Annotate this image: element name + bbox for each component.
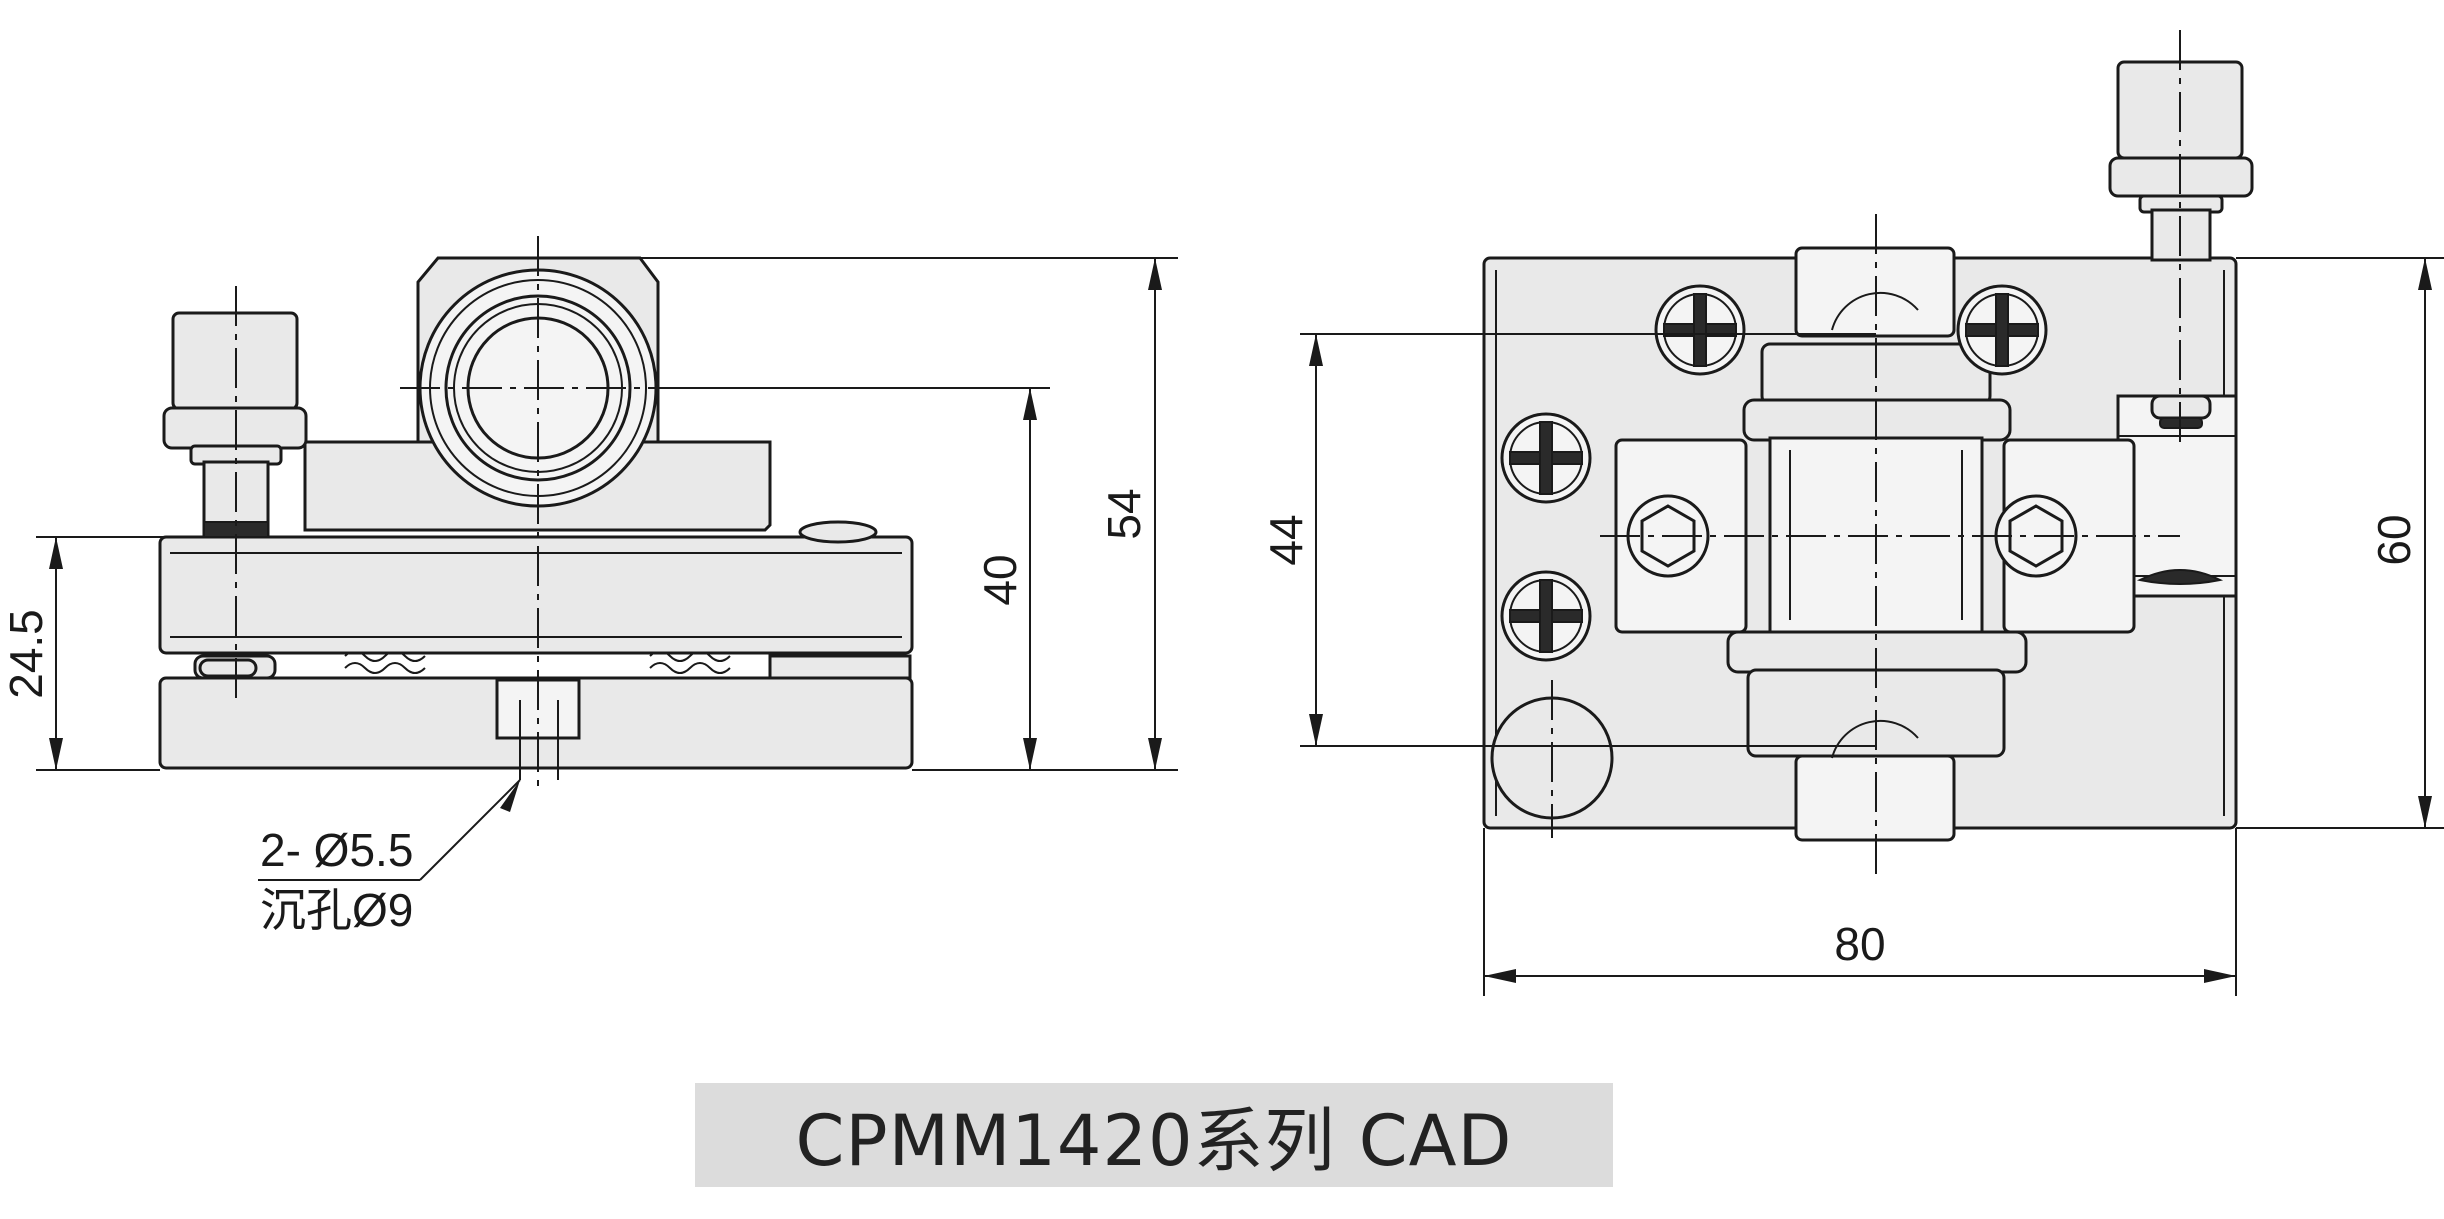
phillips-screw-2 <box>1956 284 2048 376</box>
top-view-dimensions: 44 60 80 <box>1260 257 2444 996</box>
caption-text: CPMM1420系列 CAD <box>795 1099 1513 1182</box>
dim-44-label: 44 <box>1260 514 1312 565</box>
front-view-dimensions: 54 40 24.5 2- Ø5.5 沉孔Ø9 <box>0 257 1178 936</box>
top-view <box>1482 30 2254 880</box>
hole-note-line1: 2- Ø5.5 <box>260 824 413 876</box>
top-plate <box>158 535 914 655</box>
front-view <box>158 236 914 790</box>
dim-80-label: 80 <box>1834 918 1885 970</box>
dim-40-label: 40 <box>974 554 1026 605</box>
phillips-screw-3 <box>1500 412 1592 504</box>
hole-note-line2: 沉孔Ø9 <box>260 884 413 936</box>
phillips-screw-1 <box>1654 284 1746 376</box>
dim-54-label: 54 <box>1098 488 1150 539</box>
dim-24-5-label: 24.5 <box>0 609 52 699</box>
dim-60-label: 60 <box>2368 514 2420 565</box>
springs <box>193 650 912 680</box>
caption-banner: CPMM1420系列 CAD <box>695 1083 1613 1187</box>
phillips-screw-4 <box>1500 570 1592 662</box>
